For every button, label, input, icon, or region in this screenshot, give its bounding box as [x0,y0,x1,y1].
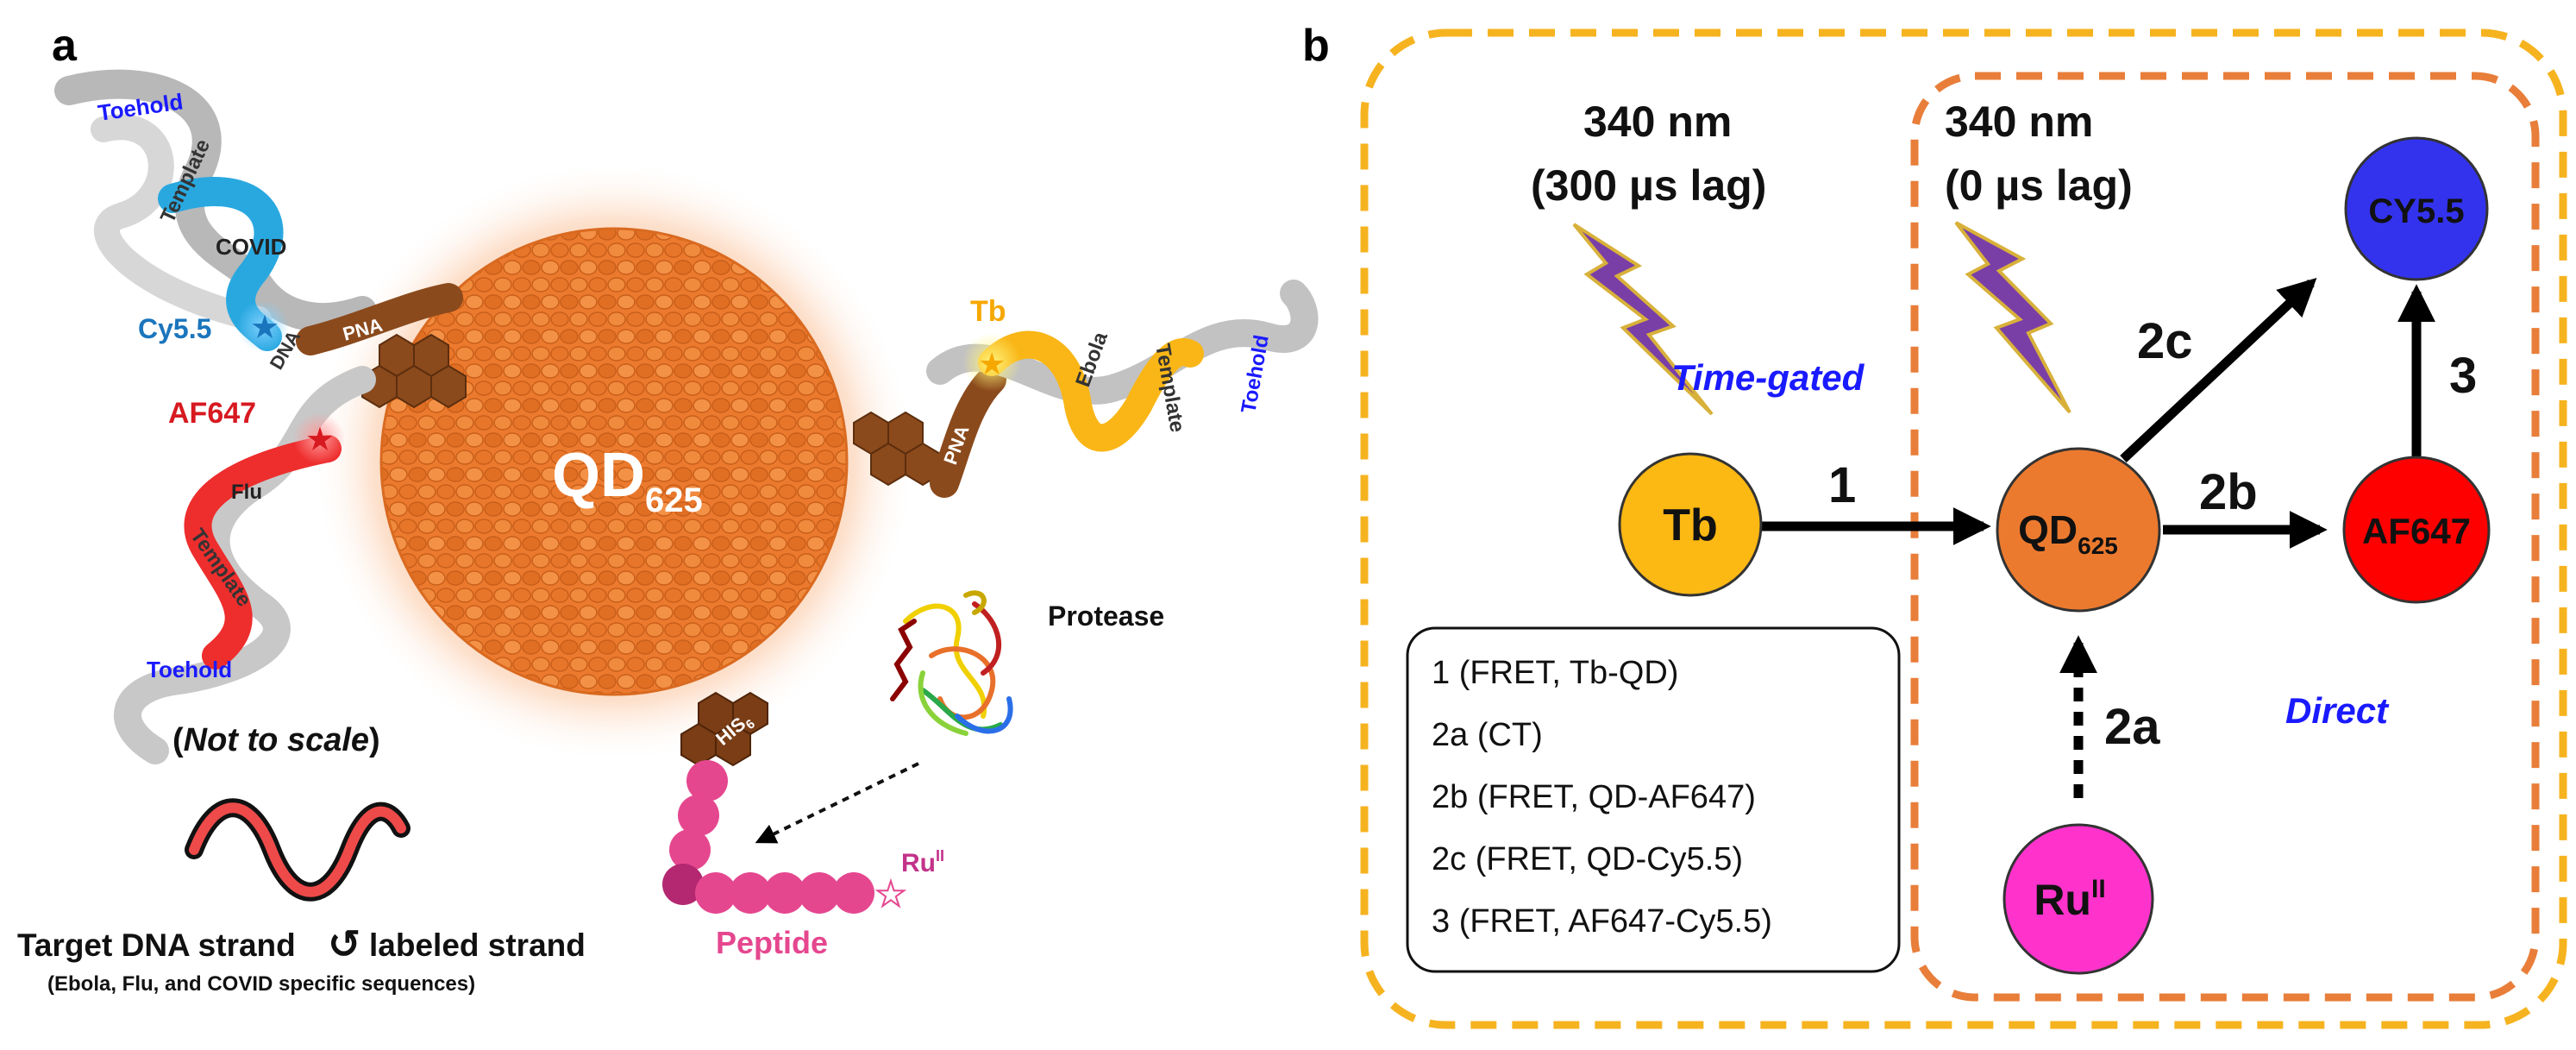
ebola-segment [978,330,1204,452]
legend-target-strand: Target DNA strand [17,927,296,963]
panel-b-letter: b [1302,21,1330,71]
direct-label: Direct [2285,690,2390,731]
flu-segment [184,435,342,670]
pna-hexagon-linker-left [361,333,467,409]
edge-2a-label: 2a [2104,699,2160,755]
time-gated-label: Time-gated [1671,357,1865,398]
edge-1-label: 1 [1828,457,1856,513]
edge-2b-label: 2b [2199,464,2258,520]
protease-label: Protease [1048,600,1164,632]
lightning-bolt-icon-right [1954,221,2071,414]
right-strand: PNA Ebola Template Toehold [853,280,1319,498]
legend-item: 3 (FRET, AF647-Cy5.5) [1432,903,1772,940]
svg-text:RuII: RuII [2034,875,2105,924]
node-ru: RuII [2003,823,2154,975]
qd-label: QD625 [552,441,703,519]
legend-sequences: (Ebola, Flu, and COVID specific sequence… [47,972,475,996]
legend-item: 2a (CT) [1432,717,1543,753]
pna-hexagon-linker-right [853,411,941,487]
peptide-bead [764,872,805,914]
ru-label-a: RuII [901,847,944,877]
peptide-label: Peptide [716,925,828,960]
cy55-dye: ★ Cy5.5 [138,300,289,352]
svg-text:AF647: AF647 [2362,511,2471,551]
svg-text:CY5.5: CY5.5 [2368,192,2464,230]
pna-left-top [296,283,463,355]
tb-star-icon: ★ [978,346,1006,381]
peptide-bead [695,872,736,914]
legend-item: 2b (FRET, QD-AF647) [1432,779,1756,815]
peptide-bead [686,760,728,802]
mechanism-legend: 1 (FRET, Tb-QD) 2a (CT) 2b (FRET, QD-AF6… [1406,626,1901,973]
panel-a-letter: a [52,21,78,71]
legend-labeled-strand: labeled strand [369,927,586,963]
direct-region [1910,72,2540,1002]
excitation-left-line2: (300 µs lag) [1531,161,1766,210]
peptide-bead [730,872,771,914]
flu-label: Flu [231,481,262,504]
legend-hybrid-arrow-icon: ↺ [328,921,361,966]
quantum-dot: QD625 [312,160,916,764]
ru-star-icon: ★ [875,876,906,914]
svg-text:QD625: QD625 [2018,507,2118,559]
tb-label: Tb [970,295,1006,328]
edge-2c-label: 2c [2137,313,2193,369]
peptide-bead [799,872,840,914]
covid-label: COVID [216,234,286,260]
excitation-left-line1: 340 nm [1583,97,1732,146]
excitation-right-line1: 340 nm [1945,97,2093,146]
protease-structure-icon [890,590,1013,736]
left-top-backbone-gray [54,69,377,332]
protease: Protease [755,590,1164,844]
panel-b: b 340 nm (300 µs lag) 340 nm (0 µs lag) … [1302,21,2567,1029]
af647-dye: ★ AF647 [168,397,345,464]
tb-dye: ★ Tb [962,295,1021,392]
svg-text:Tb: Tb [1663,500,1718,550]
peptide-bead [662,864,704,905]
node-tb: Tb [1618,452,1763,597]
lightning-bolt-icon-left [1572,223,1714,416]
af647-star-icon: ★ [305,422,335,458]
qd-core [381,229,847,695]
peptide-bead [833,872,874,914]
cy55-star-icon: ★ [250,310,279,346]
excitation-right-line2: (0 µs lag) [1945,161,2133,210]
legend-item: 2c (FRET, QD-Cy5.5) [1432,841,1743,877]
node-af647: AF647 [2342,456,2491,604]
qd-label-sub: 625 [645,481,703,519]
dna-legend-icon [185,798,411,902]
left-top-backbone-light [91,114,272,332]
edge-3-label: 3 [2449,348,2477,404]
legend-item: 1 (FRET, Tb-QD) [1432,655,1678,691]
peptide-bead [678,795,719,836]
node-cy55: CY5.5 [2344,136,2489,281]
time-gated-region [1360,28,2567,1029]
toehold-label-left-bottom: Toehold [147,657,232,682]
peptide-bead [669,829,711,871]
node-qd625: QD625 [1996,447,2161,613]
protease-cleavage-arrow [755,762,919,844]
af647-label: AF647 [168,397,256,430]
peptide-chain: ★ RuII Peptide [662,760,944,960]
panel-a: a QD625 Toehold Template COVID DNA PNA [17,21,1319,996]
edge-2c-arrow [2120,277,2317,463]
not-to-scale-note: (Not to scale) [172,722,380,758]
his6-linker: HIS6 [680,691,768,767]
cy55-label: Cy5.5 [138,313,211,344]
